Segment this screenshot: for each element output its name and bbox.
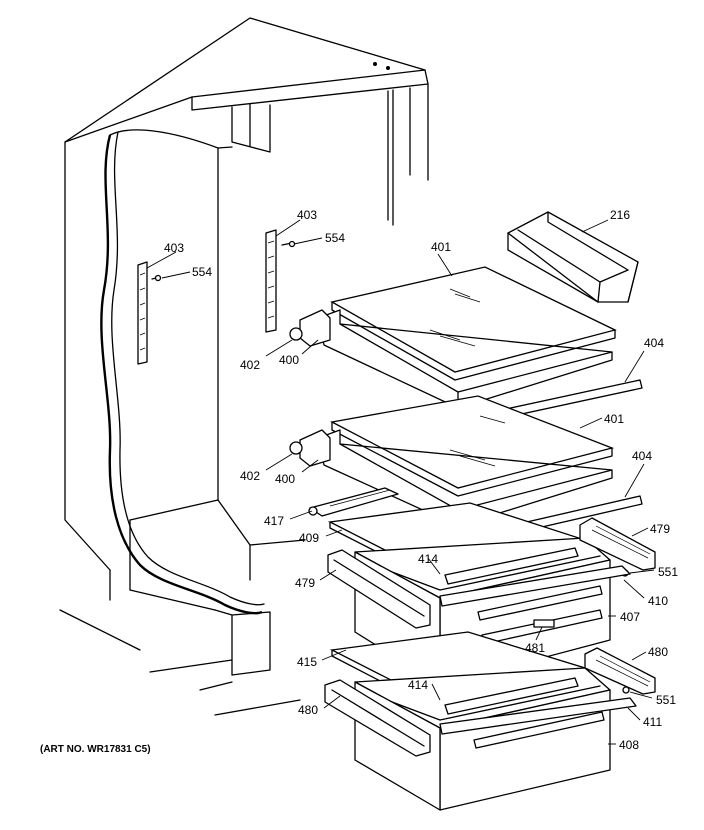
callout-480-left: 480	[298, 703, 318, 717]
callout-402-upper: 402	[240, 358, 260, 372]
shelf-support-center	[265, 229, 277, 333]
callout-402-middle: 402	[240, 469, 260, 483]
callout-401-upper: 401	[431, 240, 451, 254]
callout-551-lower: 551	[656, 693, 676, 707]
leader-lines	[146, 219, 655, 745]
callout-403-center: 403	[297, 208, 317, 222]
clip-551-lower	[622, 686, 630, 694]
callout-labels: 216 401 403 554 403 554 402 400 404 401 …	[40, 208, 678, 755]
screw-554-center	[281, 240, 296, 248]
storage-bin	[507, 211, 639, 303]
shelf-support-left	[137, 261, 148, 365]
roller-402-upper	[289, 327, 303, 341]
callout-479-right: 479	[650, 522, 670, 536]
upper-shelf	[317, 266, 617, 409]
callout-401-middle: 401	[604, 412, 624, 426]
callout-554-left: 554	[192, 265, 212, 279]
callout-400-middle: 400	[275, 472, 295, 486]
shelf-bracket-400-upper	[299, 309, 331, 347]
callout-400-upper: 400	[279, 353, 299, 367]
callout-481: 481	[525, 641, 545, 655]
callout-414-lower: 414	[408, 678, 428, 692]
callout-404-middle: 404	[632, 449, 652, 463]
callout-480-right: 480	[648, 645, 668, 659]
callout-554-center: 554	[325, 231, 345, 245]
callout-216: 216	[610, 208, 630, 222]
slide-rail-479-left	[327, 549, 431, 629]
rail-417	[308, 487, 399, 517]
callout-404-upper: 404	[644, 336, 664, 350]
callout-417: 417	[264, 514, 284, 528]
callout-411: 411	[643, 715, 662, 729]
art-number: (ART NO. WR17831 C5)	[40, 744, 151, 755]
slide-rail-480-right	[584, 647, 656, 695]
trim-411	[439, 697, 637, 735]
refrigerator-cabinet	[59, 17, 429, 716]
callout-414-upper: 414	[418, 552, 438, 566]
screw-554-left	[151, 274, 162, 282]
callout-409: 409	[299, 531, 319, 545]
middle-shelf	[317, 395, 615, 527]
roller-402-middle	[289, 441, 303, 455]
slide-rail-480-left	[324, 679, 431, 757]
callout-410: 410	[648, 594, 668, 608]
callout-479-left: 479	[295, 576, 315, 590]
callout-551-upper: 551	[658, 565, 678, 579]
callout-403-left: 403	[164, 241, 184, 255]
callout-407: 407	[620, 610, 640, 624]
callout-415: 415	[297, 655, 317, 669]
slide-rail-479-right	[579, 517, 656, 571]
callout-408: 408	[619, 738, 639, 752]
trim-410	[439, 565, 631, 607]
shelf-bracket-400-middle	[299, 429, 331, 467]
